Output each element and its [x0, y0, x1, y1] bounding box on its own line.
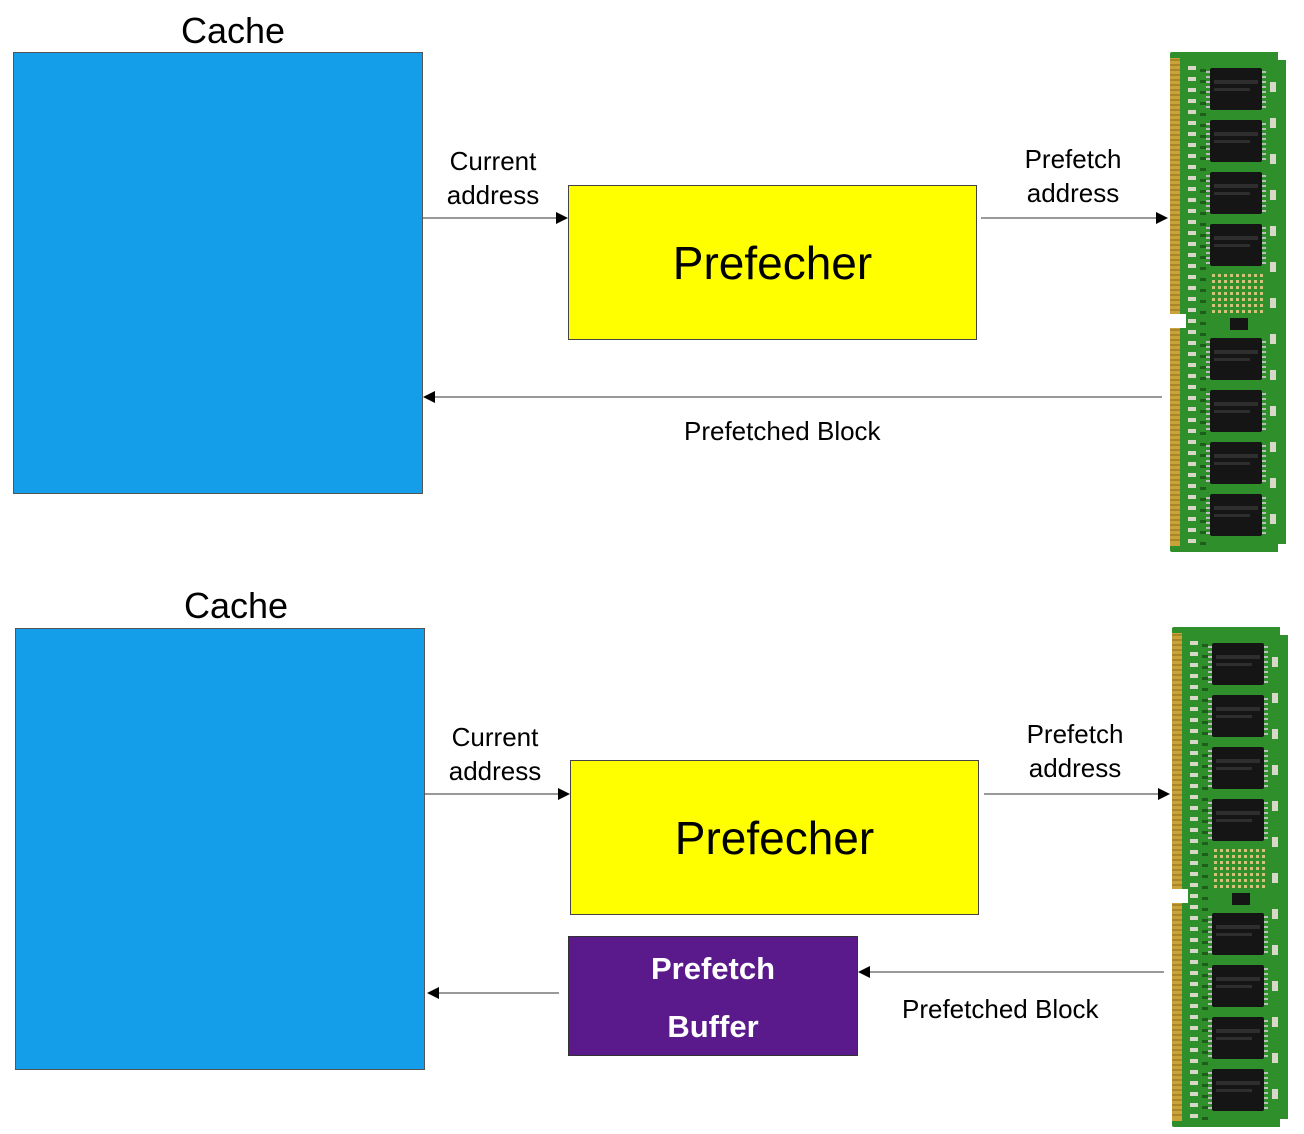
top-cache-block — [13, 52, 423, 494]
top-prefetch-address-line2: address — [1026, 178, 1120, 208]
bottom-ram-module-icon — [1172, 627, 1288, 1127]
bottom-prefetcher-label: Prefecher — [674, 811, 875, 864]
bottom-cache-block — [15, 628, 425, 1070]
top-current-address-line2: address — [446, 180, 540, 210]
buffer-label-line1: Prefetch — [650, 951, 776, 986]
bottom-current-address-line1: Current — [451, 722, 539, 752]
top-cache-title: Cache — [180, 10, 286, 51]
bottom-current-address-line2: address — [448, 756, 542, 786]
top-prefetched-block-label: Prefetched Block — [684, 416, 881, 446]
top-prefetch-address-line1: Prefetch — [1024, 144, 1122, 174]
bottom-prefetched-block-label: Prefetched Block — [902, 994, 1099, 1024]
top-current-address-line1: Current — [449, 146, 537, 176]
top-prefetch-address-label: Prefetch address — [1003, 142, 1143, 210]
bottom-prefetch-address-line1: Prefetch — [1026, 719, 1124, 749]
bottom-prefetcher-block: Prefecher — [570, 760, 979, 915]
top-current-address-label: Current address — [423, 144, 563, 212]
bottom-current-address-label: Current address — [425, 720, 565, 788]
top-prefetcher-label: Prefecher — [672, 236, 873, 289]
bottom-prefetch-buffer-block: Prefetch Buffer — [568, 936, 858, 1056]
bottom-prefetch-address-label: Prefetch address — [1005, 717, 1145, 785]
bottom-prefetch-address-line2: address — [1028, 753, 1122, 783]
buffer-label-line2: Buffer — [667, 1009, 759, 1044]
top-prefetcher-block: Prefecher — [568, 185, 977, 340]
bottom-cache-title: Cache — [183, 585, 289, 626]
top-ram-module-icon — [1170, 52, 1286, 552]
